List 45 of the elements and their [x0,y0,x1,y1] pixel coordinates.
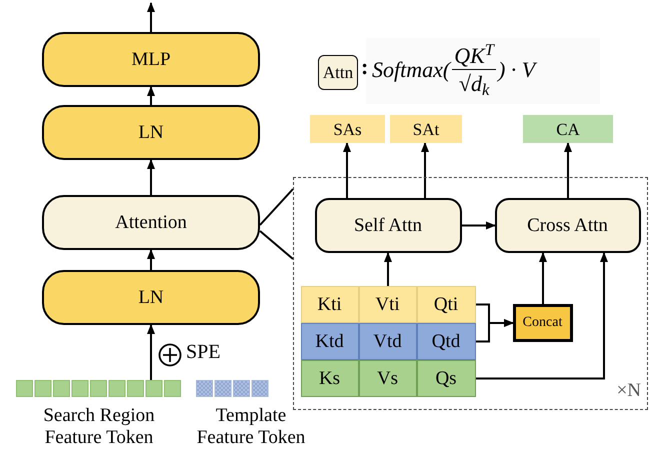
arrow [147,86,155,105]
layer-box: MLP [42,32,260,87]
dashed-frame [293,177,648,410]
colon: : [361,56,368,78]
zoom-line [259,188,294,226]
table-cell: Qti [416,286,476,322]
arrow [564,142,572,198]
legend-box: Attn [318,55,358,90]
table-cell: Qs [416,360,476,396]
arrow [421,142,429,198]
arrow [476,319,514,342]
table-cell: Vs [358,360,416,396]
table-cell: Qtd [416,322,476,360]
token-caption: Search Region Feature Token [42,405,156,449]
formula-text: ) · V [498,59,536,81]
attention-box: Cross Attn [494,198,640,252]
formula-text: Softmax( [372,59,450,81]
fraction-numerator: QK$^{T}$ [453,44,496,69]
arrow [343,142,351,198]
table-cell: Kti [300,286,358,322]
concat-box: Concat [512,304,572,342]
layer-box: LN [42,105,260,160]
layer-box: LN [42,270,260,325]
arrow [384,252,392,286]
arrow [462,222,496,230]
arrow [476,252,608,380]
table-cell: Vtd [358,322,416,360]
arrow [147,159,155,195]
arrow [147,249,155,270]
table-cell: Ktd [300,322,358,360]
table-cell: Ks [300,360,358,396]
table-cell: Vti [358,286,416,322]
arrow [539,252,547,304]
spe-label: SPE [186,342,220,362]
arrow [147,324,155,380]
zoom-line [259,230,294,260]
repeat-label: ×N [616,378,641,402]
attention-box: Self Attn [314,198,462,252]
fraction-denominator: √d$_{k}$ [458,70,490,96]
output-tag: SAt [390,115,462,143]
output-tag: CA [523,115,613,143]
output-tag: SAs [310,115,385,143]
token-caption: Template Feature Token [196,405,306,449]
attention-box: Attention [42,195,260,250]
arrow [147,2,155,32]
